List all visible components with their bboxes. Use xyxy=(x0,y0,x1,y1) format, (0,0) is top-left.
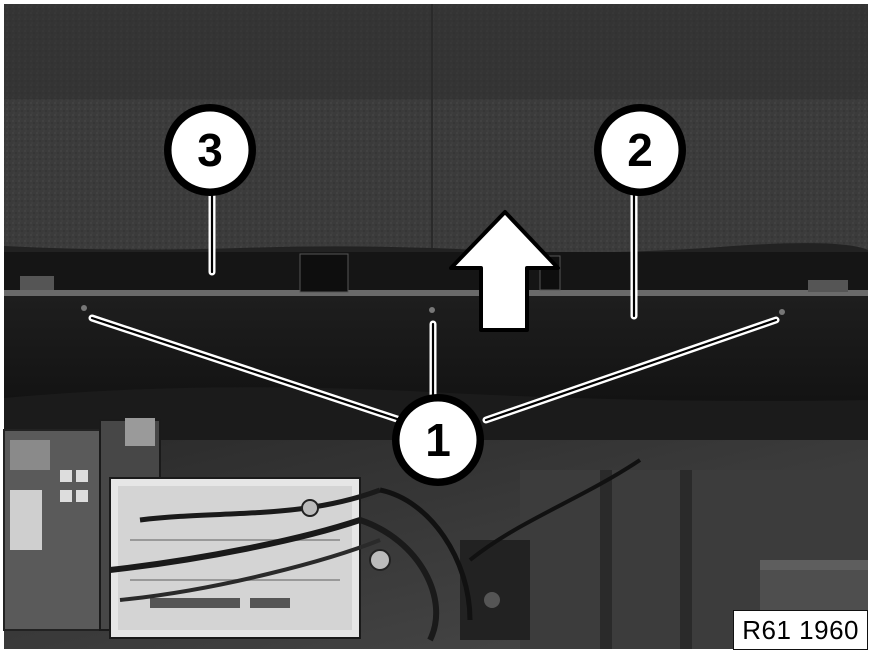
carpet-trim xyxy=(4,4,868,256)
control-module xyxy=(3,418,642,642)
up-arrow-icon xyxy=(449,210,560,332)
figure-reference-code: R61 1960 xyxy=(733,610,868,650)
callout-leaders xyxy=(88,182,780,424)
callout-circles xyxy=(164,104,686,486)
